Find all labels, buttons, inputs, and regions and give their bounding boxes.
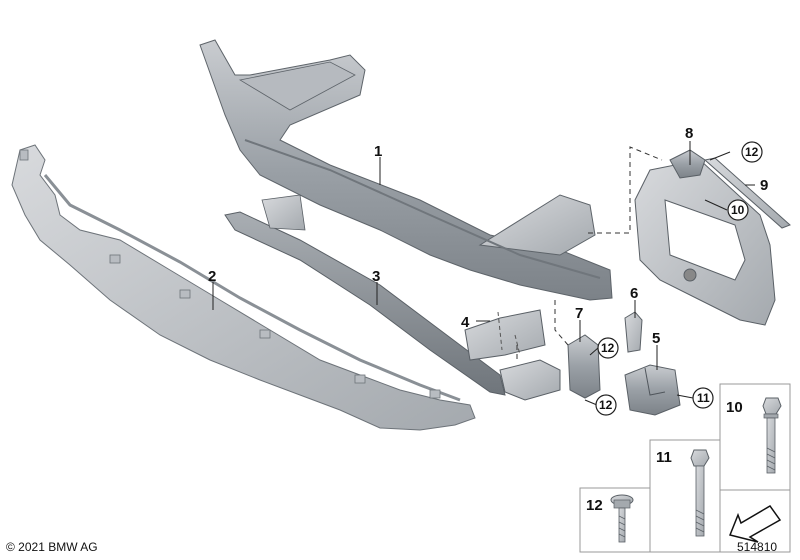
- bolt-10-icon: [762, 397, 782, 474]
- fastener-box-10: 10: [719, 383, 791, 491]
- bracket-7-part: [567, 334, 601, 399]
- circled-callout-12-mid: 12: [597, 337, 619, 359]
- callout-7: 7: [575, 305, 583, 322]
- svg-text:11: 11: [656, 449, 672, 466]
- reference-lines: [516, 146, 663, 360]
- circled-callout-10: 10: [727, 199, 749, 221]
- svg-text:12: 12: [586, 497, 603, 514]
- svg-text:11: 11: [697, 391, 710, 405]
- leader-lines: [212, 141, 755, 406]
- diagram-id: 514810: [737, 540, 778, 554]
- callout-8: 8: [685, 125, 693, 142]
- circled-callout-11: 11: [692, 387, 714, 409]
- direction-arrow-icon: [728, 505, 782, 543]
- holder-6-part: [624, 311, 643, 353]
- svg-text:12: 12: [745, 145, 759, 159]
- crash-box-part: [464, 309, 561, 401]
- callout-6: 6: [630, 285, 638, 302]
- svg-text:10: 10: [731, 203, 745, 217]
- callout-4: 4: [461, 314, 470, 331]
- callout-3: 3: [372, 268, 380, 285]
- callout-9: 9: [760, 177, 768, 194]
- circled-callout-12-top: 12: [741, 141, 763, 163]
- callout-2: 2: [208, 268, 216, 285]
- svg-text:12: 12: [601, 341, 615, 355]
- callout-5: 5: [652, 330, 660, 347]
- front-end-frame-part: [634, 149, 776, 326]
- svg-text:10: 10: [726, 399, 743, 416]
- fastener-box-11: 11: [649, 439, 721, 553]
- callout-1: 1: [374, 143, 382, 160]
- bolt-11-icon: [690, 449, 710, 537]
- screw-12-icon: [610, 494, 634, 543]
- bracket-5-part: [624, 364, 681, 416]
- strip-9-part: [703, 157, 791, 229]
- lower-deflector-part: [11, 144, 476, 431]
- svg-text:12: 12: [599, 398, 613, 412]
- impact-beam-part: [224, 194, 506, 396]
- circled-callout-12-bottom: 12: [595, 394, 617, 416]
- orientation-arrow-box: [719, 489, 791, 553]
- fastener-box-12: 12: [579, 487, 651, 553]
- bumper-carrier-part: [199, 39, 613, 301]
- copyright-text: © 2021 BMW AG: [6, 540, 98, 554]
